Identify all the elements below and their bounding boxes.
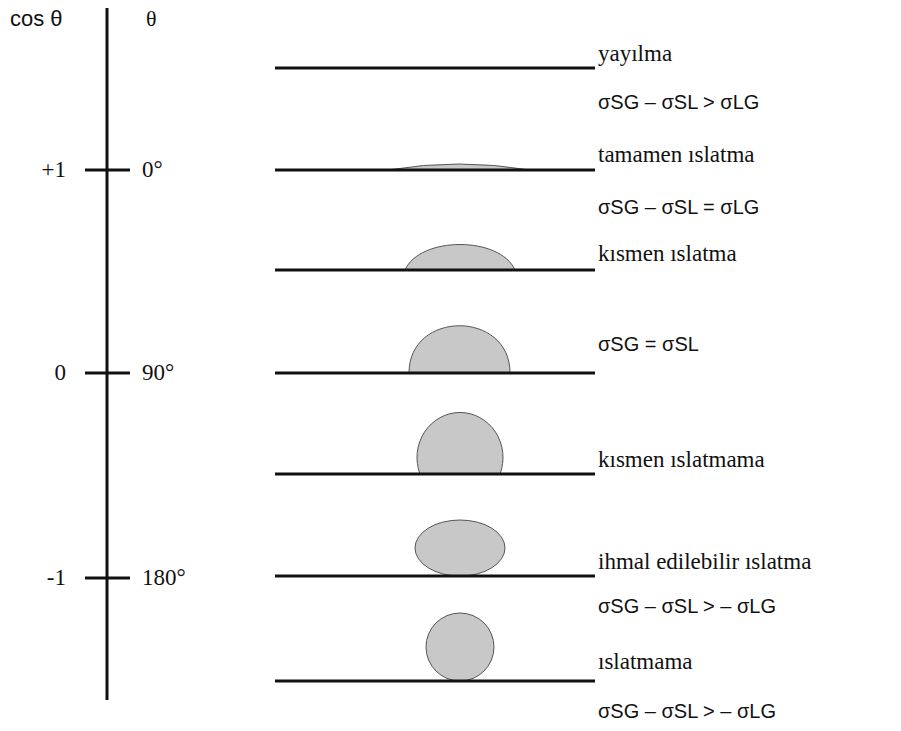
substrate-line: [275, 575, 595, 578]
condition-formula: σSG – σSL > – σLG: [598, 596, 776, 616]
axis-tick: [85, 372, 130, 375]
drop-partial-nonwetting: [417, 412, 503, 474]
angle-value: 180°: [142, 566, 186, 589]
substrate-line: [275, 169, 595, 172]
condition-formula: σSG – σSL > – σLG: [598, 701, 776, 721]
axis-line: [106, 8, 109, 700]
substrate-line: [275, 67, 595, 70]
condition-formula: σSG – σSL > σLG: [598, 92, 759, 112]
drop-nonwetting: [426, 613, 494, 681]
axis-tick: [85, 577, 130, 580]
substrates: [275, 68, 595, 681]
axis: [85, 8, 130, 700]
axis-value: +1: [42, 158, 66, 181]
condition-formula: σSG = σSL: [598, 334, 699, 354]
axis-value: 0: [55, 361, 67, 384]
drop-partial-wetting: [405, 245, 515, 271]
condition-formula: σSG – σSL = σLG: [598, 197, 759, 217]
axis-value: -1: [47, 566, 66, 589]
angle-value: 90°: [142, 361, 174, 384]
substrate-line: [275, 372, 595, 375]
drop-negligible-wetting: [415, 520, 505, 576]
angle-value: 0°: [142, 158, 163, 181]
substrate-line: [275, 269, 595, 272]
substrate-line: [275, 473, 595, 476]
axis-title: cos θ: [10, 8, 63, 30]
axis-tick: [85, 169, 130, 172]
state-label: tamamen ıslatma: [598, 143, 754, 166]
state-label: ihmal edilebilir ıslatma: [598, 550, 811, 573]
state-label: yayılma: [598, 42, 672, 65]
state-label: ıslatmama: [598, 650, 693, 673]
state-label: kısmen ıslatmama: [598, 448, 765, 471]
drop-90: [409, 326, 510, 373]
substrate-line: [275, 680, 595, 683]
state-label: kısmen ıslatma: [598, 242, 737, 265]
axis-title: θ: [146, 8, 157, 30]
drops: [388, 164, 530, 681]
